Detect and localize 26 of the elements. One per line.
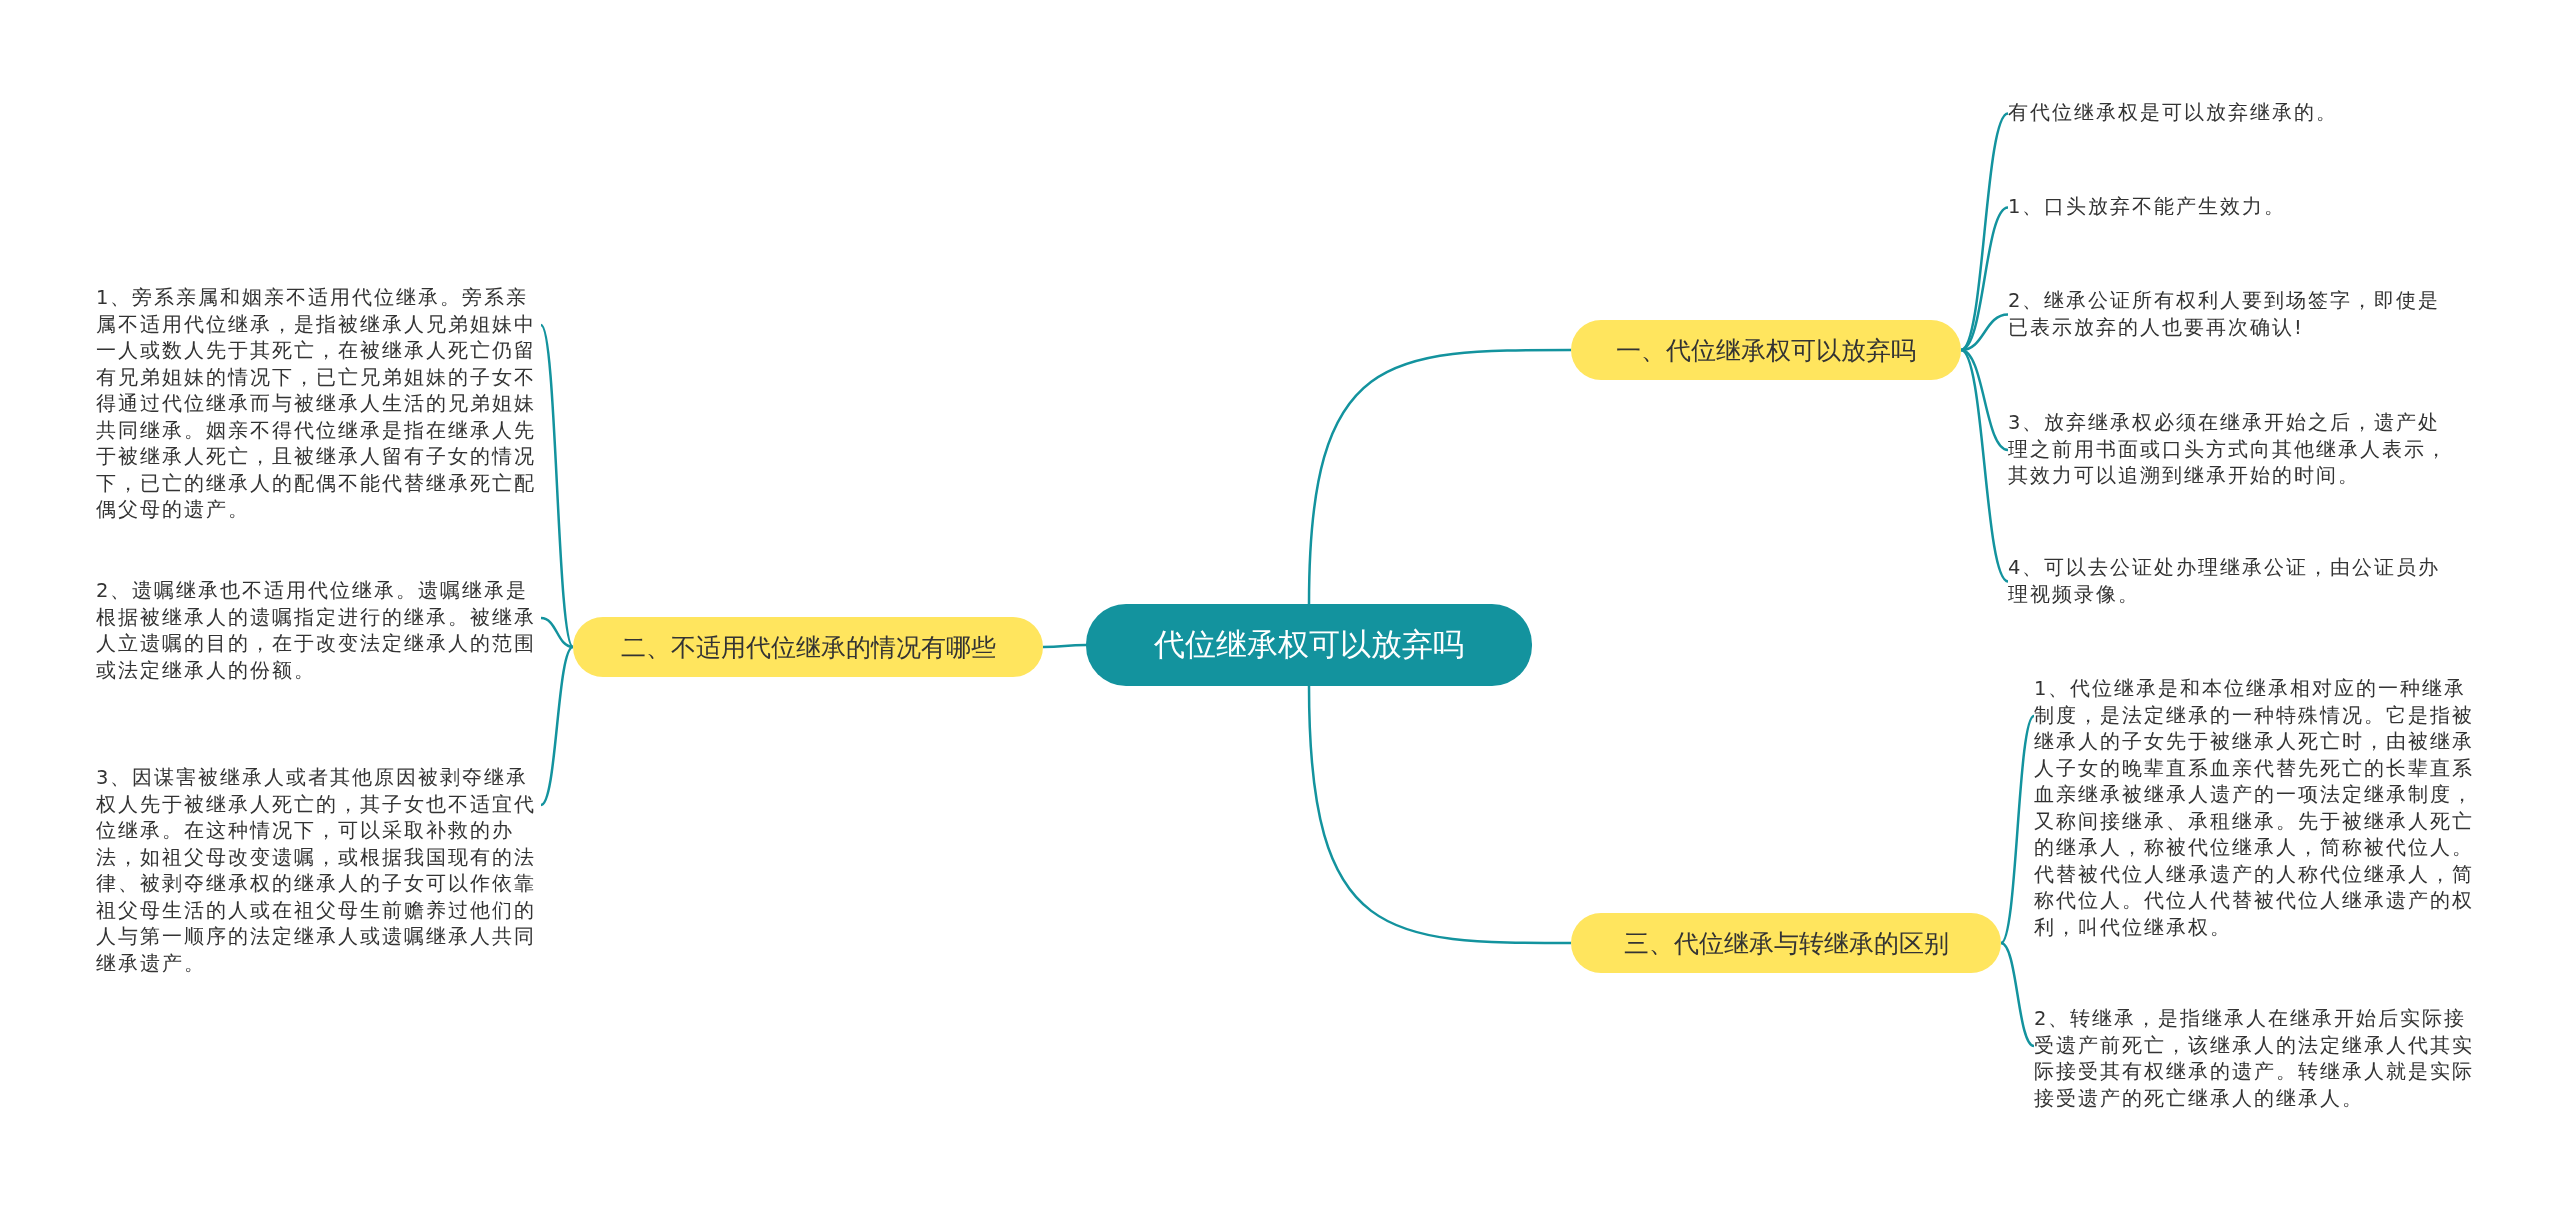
central-topic: 代位继承权可以放弃吗 [1086, 604, 1532, 686]
note-text: 3、因谋害被继承人或者其他原因被剥夺继承权人先于被继承人死亡的，其子女也不适宜代位继承。在这种情况下，可以采取补救的办法，如祖父母改变遗嘱，或根据我国现有的法律、被剥夺继承权的继承人的子女可以作依靠祖父母生活的人或在祖父母生前赡养过他们的人与第一顺序的法定继承人或遗嘱继承人共同继承遗产。 [96, 765, 541, 977]
note-text: 2、遗嘱继承也不适用代位继承。遗嘱继承是根据被继承人的遗嘱指定进行的继承。被继承人立遗嘱的目的，在于改变法定继承人的范围或法定继承人的份额。 [96, 578, 541, 684]
connector [1960, 112, 2009, 351]
note-text: 2、转继承，是指继承人在继承开始后实际接受遗产前死亡，该继承人的法定继承人代其实际接受其有权继承的遗产。转继承人就是实际接受遗产的死亡继承人的继承人。 [2034, 1006, 2474, 1112]
connector [540, 646, 574, 806]
note-text: 3、放弃继承权必须在继承开始之后，遗产处理之前用书面或口头方式向其他继承人表示，其效力可以追溯到继承开始的时间。 [2008, 410, 2448, 490]
note-text: 1、旁系亲属和姻亲不适用代位继承。旁系亲属不适用代位继承，是指被继承人兄弟姐妹中一人或数人先于其死亡，在被继承人死亡仍留有兄弟姐妹的情况下，已亡兄弟姐妹的子女不得通过代位继承而与被继承人生活的兄弟姐妹共同继承。姻亲不得代位继承是指在继承人先于被继承人死亡，且被继承人留有子女的情况下，已亡的继承人的配偶不能代替继承死亡配偶父母的遗产。 [96, 285, 541, 524]
connector [1960, 349, 2009, 583]
note-text: 2、继承公证所有权利人要到场签字，即使是已表示放弃的人也要再次确认! [2008, 288, 2448, 341]
note-text: 1、代位继承是和本位继承相对应的一种继承制度，是法定继承的一种特殊情况。它是指被继承人的子女先于被继承人死亡时，由被继承人子女的晚辈直系血亲代替先死亡的长辈直系血亲继承被继承人遗产的一项法定继承制度，又称间接继承、承租继承。先于被继承人死亡的继承人，称被代位继承人，简称被代位人。代替被代位人继承遗产的人称代位继承人，简称代位人。代位人代替被代位人继承遗产的权利，叫代位继承权。 [2034, 676, 2474, 941]
topic-pill: 三、代位继承与转继承的区别 [1571, 913, 2001, 973]
topic-pill: 一、代位继承权可以放弃吗 [1571, 320, 1961, 380]
topic-pill: 二、不适用代位继承的情况有哪些 [573, 617, 1043, 677]
connector [539, 324, 575, 648]
connector [1307, 685, 1571, 945]
note-text: 1、口头放弃不能产生效力。 [2008, 194, 2448, 221]
note-text: 有代位继承权是可以放弃继承的。 [2008, 100, 2448, 127]
connector [1307, 348, 1571, 605]
note-text: 4、可以去公证处办理继承公证，由公证员办理视频录像。 [2008, 555, 2448, 608]
connector [540, 616, 574, 649]
connector [1960, 348, 2009, 452]
connector [2000, 941, 2035, 1048]
connector [2000, 715, 2035, 944]
connector [1960, 206, 2009, 352]
connector [1043, 643, 1086, 649]
